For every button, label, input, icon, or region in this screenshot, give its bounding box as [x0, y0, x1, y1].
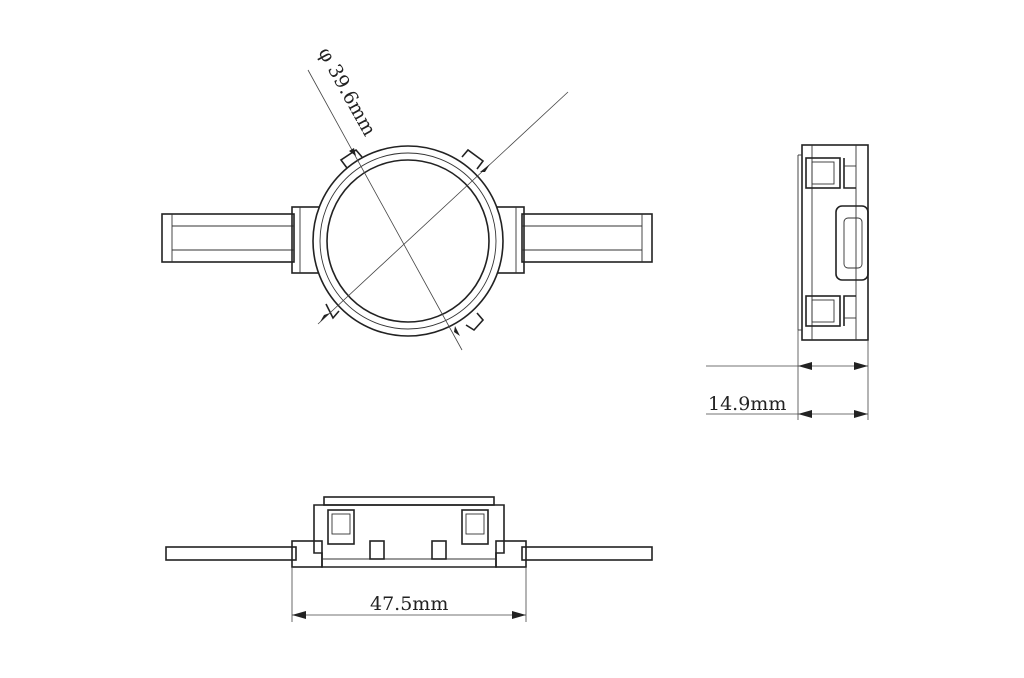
- front-view-body: [313, 504, 505, 568]
- width-dimension: [291, 567, 527, 622]
- front-view-left-cable: [165, 546, 297, 561]
- front-view-notch-left: [369, 540, 385, 560]
- diameter-label: φ 39.6mm: [314, 44, 381, 140]
- side-view-lower-latch: [805, 295, 856, 327]
- width-label: 47.5mm: [370, 593, 448, 615]
- height-dimension: [706, 330, 869, 420]
- side-view-opening: [835, 205, 869, 281]
- height-label: 14.9mm: [708, 393, 786, 415]
- side-view-upper-latch: [805, 157, 856, 189]
- front-view-notch-right: [431, 540, 447, 560]
- module-middle-ring: [319, 152, 497, 330]
- top-view-right-cable: [521, 213, 653, 263]
- front-view-right-latch: [461, 509, 489, 545]
- front-view-lens-top: [323, 496, 495, 506]
- diameter-dimension: [307, 69, 569, 351]
- side-view: 14.9mm: [706, 144, 869, 420]
- top-view-left-cable: [161, 213, 295, 263]
- top-view-snap-tabs: [325, 148, 485, 332]
- front-view-left-latch: [327, 509, 355, 545]
- front-view: 47.5mm: [165, 496, 653, 622]
- front-view-right-cable: [521, 546, 653, 561]
- top-view: φ 39.6mm: [161, 44, 653, 351]
- module-lens: [326, 159, 490, 323]
